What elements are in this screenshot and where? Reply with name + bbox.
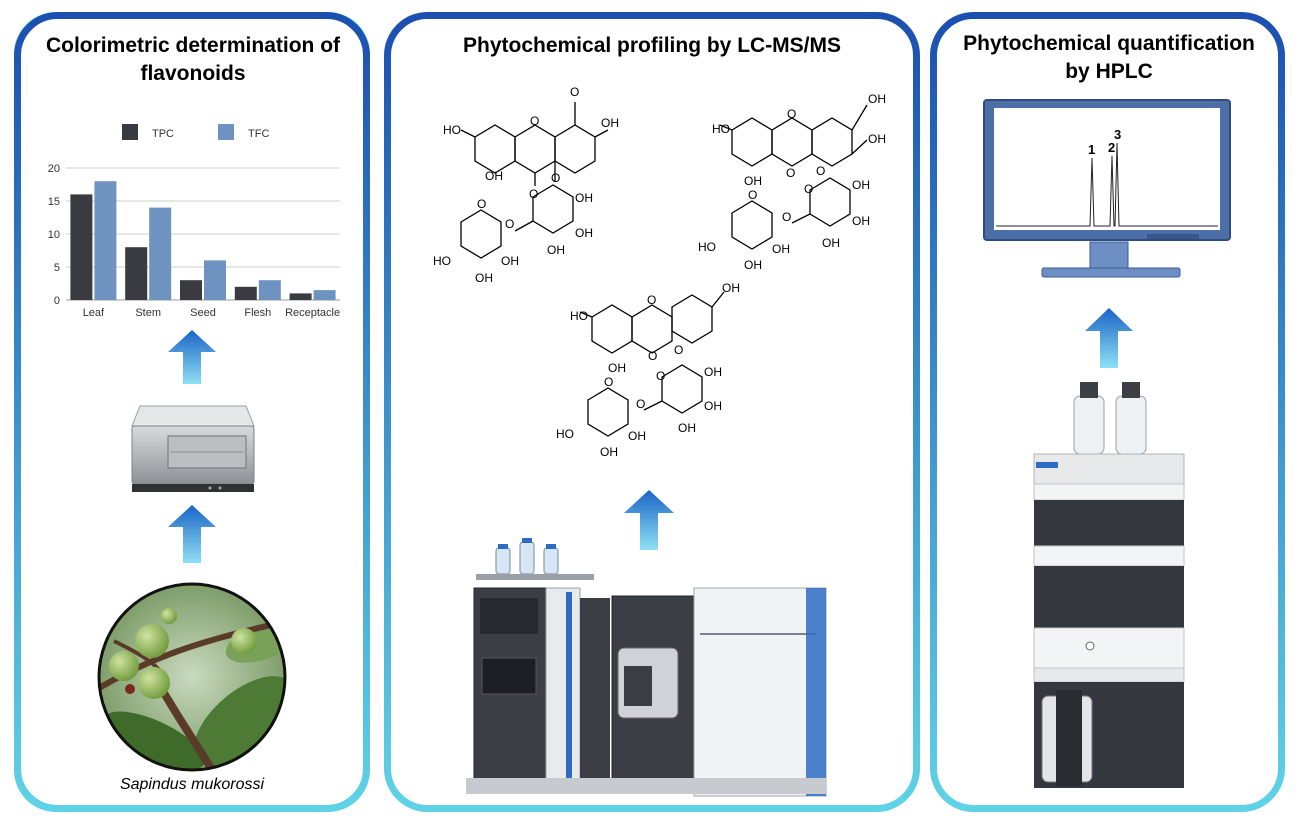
arrow-up-icon	[624, 490, 674, 550]
molecule-isorhamnetin-rutinoside: HO O OH O OH O O O OH OH OH HO OH OH O	[433, 85, 619, 285]
plant-photo	[97, 582, 287, 772]
chart-x-ticks: Leaf Stem Seed Flesh Receptacle	[83, 307, 340, 319]
mol1-label: OH	[501, 254, 519, 268]
mol3-label: O	[674, 343, 683, 357]
mol3-label: OH	[608, 361, 626, 375]
mol2-label: OH	[852, 178, 870, 192]
chart-bars	[70, 181, 336, 300]
legend-swatch-tpc	[122, 124, 138, 140]
mol1-label: OH	[547, 243, 565, 257]
chart-x-tick-label: Receptacle	[285, 307, 340, 319]
panel-title-colorimetric: Colorimetric determination of flavonoids	[45, 34, 341, 85]
peak-label: 1	[1088, 142, 1095, 157]
mol1-label: OH	[575, 226, 593, 240]
mol1-label: O	[551, 171, 560, 185]
bar-tfc-receptacle	[313, 290, 336, 300]
mol1-label: OH	[575, 191, 593, 205]
chart-y-tick-label: 20	[48, 163, 60, 175]
chart-y-tick-label: 0	[54, 295, 60, 307]
chart-y-ticks: 0 5 10 15 20	[48, 163, 60, 307]
peak-label: 2	[1108, 140, 1115, 155]
mol2-label: O	[787, 107, 796, 121]
mol1-label: O	[570, 85, 579, 99]
mol1-label: OH	[475, 271, 493, 285]
chart-y-tick-label: 15	[48, 196, 60, 208]
mol2-label: O	[804, 182, 813, 196]
mol2-label: OH	[822, 236, 840, 250]
chart-x-tick-label: Stem	[135, 307, 161, 319]
flavonoid-bar-chart: 0 5 10 15 20 Leaf Stem Seed Flesh Receptacle TPC…	[48, 124, 340, 319]
lc-ms-instrument-icon	[466, 538, 827, 797]
mol2-label: O	[786, 166, 795, 180]
mol2-label: OH	[868, 132, 886, 146]
legend-swatch-tfc	[218, 124, 234, 140]
mol3-label: OH	[628, 429, 646, 443]
molecule-quercetin-rutinoside: HO O OH OH OH O O O O OH OH OH HO OH OH …	[698, 92, 886, 272]
mol2-label: OH	[852, 214, 870, 228]
chart-x-tick-label: Seed	[190, 307, 216, 319]
bar-tpc-seed	[180, 280, 202, 300]
mol1-label: O	[530, 114, 539, 128]
panel-colorimetric-border	[14, 12, 370, 812]
mol3-label: HO	[556, 427, 574, 441]
mol2-label: HO	[698, 240, 716, 254]
mol1-label: HO	[433, 254, 451, 268]
mol1-label: O	[505, 217, 514, 231]
mol1-label: O	[529, 187, 538, 201]
arrow-up-icon	[168, 330, 216, 384]
microplate-reader-icon	[131, 405, 255, 492]
bar-tpc-receptacle	[289, 293, 312, 300]
mol3-label: HO	[570, 309, 588, 323]
bar-tfc-flesh	[258, 280, 281, 300]
bar-tpc-flesh	[234, 286, 257, 300]
mol2-label: O	[782, 210, 791, 224]
mol1-label: O	[477, 197, 486, 211]
molecule-kaempferol-rutinoside: HO O OH OH O O O O OH OH OH HO OH OH O	[556, 282, 740, 459]
mol3-label: OH	[678, 421, 696, 435]
bar-tpc-stem	[125, 247, 148, 300]
mol2-label: OH	[772, 242, 790, 256]
plant-species-label: Sapindus mukorossi	[119, 776, 265, 793]
bar-tfc-seed	[204, 260, 226, 300]
panel-title-hplc: Phytochemical quantification by HPLC	[963, 32, 1255, 83]
monitor-icon: 1 2 3	[983, 99, 1231, 278]
legend-label-tpc: TPC	[152, 128, 174, 140]
bar-tfc-leaf	[94, 181, 117, 300]
chart-y-tick-label: 5	[54, 262, 60, 274]
mol2-label: OH	[744, 174, 762, 188]
mol3-label: O	[636, 397, 645, 411]
chart-legend: TPC TFC	[122, 124, 269, 140]
mol2-label: OH	[744, 258, 762, 272]
mol2-label: OH	[868, 92, 886, 106]
arrow-up-icon	[168, 505, 216, 563]
legend-label-tfc: TFC	[248, 128, 269, 140]
mol2-label: O	[816, 164, 825, 178]
mol3-label: OH	[600, 445, 618, 459]
chart-x-tick-label: Flesh	[244, 307, 271, 319]
mol3-label: O	[656, 369, 665, 383]
hplc-instrument-icon	[1033, 382, 1185, 788]
mol2-label: HO	[712, 122, 730, 136]
bar-tpc-leaf	[70, 194, 93, 300]
peak-label: 3	[1114, 127, 1121, 142]
mol3-label: OH	[704, 365, 722, 379]
mol1-label: HO	[443, 123, 461, 137]
mol3-label: O	[604, 375, 613, 389]
panel-title-lcms: Phytochemical profiling by LC-MS/MS	[462, 34, 842, 57]
chart-x-tick-label: Leaf	[83, 307, 105, 319]
bar-tfc-stem	[149, 207, 172, 300]
mol1-label: OH	[601, 116, 619, 130]
mol1-label: OH	[485, 169, 503, 183]
mol3-label: O	[647, 293, 656, 307]
arrow-up-icon	[1085, 308, 1133, 368]
mol3-label: O	[648, 349, 657, 363]
mol2-label: O	[748, 188, 757, 202]
chart-y-tick-label: 10	[48, 229, 60, 241]
mol3-label: OH	[722, 282, 740, 295]
mol3-label: OH	[704, 399, 722, 413]
